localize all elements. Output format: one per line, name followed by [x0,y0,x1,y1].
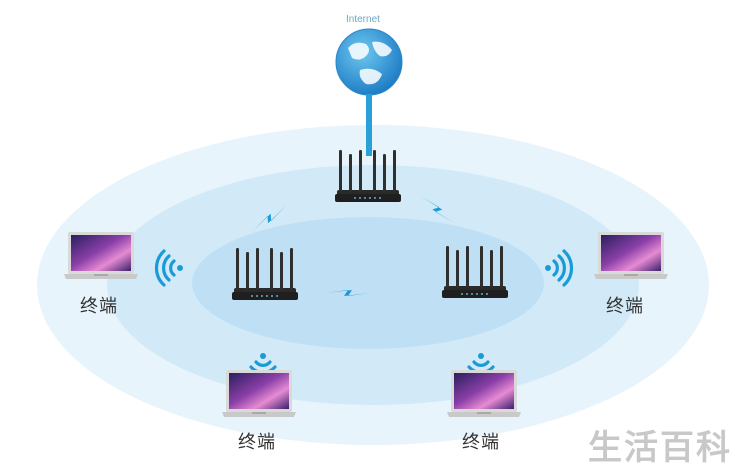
uplink-line [366,94,372,156]
globe-icon [335,28,403,96]
terminal-label-bottom-left: 终端 [238,432,276,453]
terminal-label-bottom-right: 终端 [462,432,500,453]
terminal-label-left: 终端 [80,296,118,317]
laptop-icon [64,232,138,279]
laptop-icon [594,232,668,279]
inner-coverage-ellipse [192,217,544,349]
terminal-label-right: 终端 [606,296,644,317]
laptop-icon [222,370,296,417]
watermark: 生活百科 [588,428,732,468]
laptop-icon [447,370,521,417]
internet-label: Internet [346,14,380,25]
